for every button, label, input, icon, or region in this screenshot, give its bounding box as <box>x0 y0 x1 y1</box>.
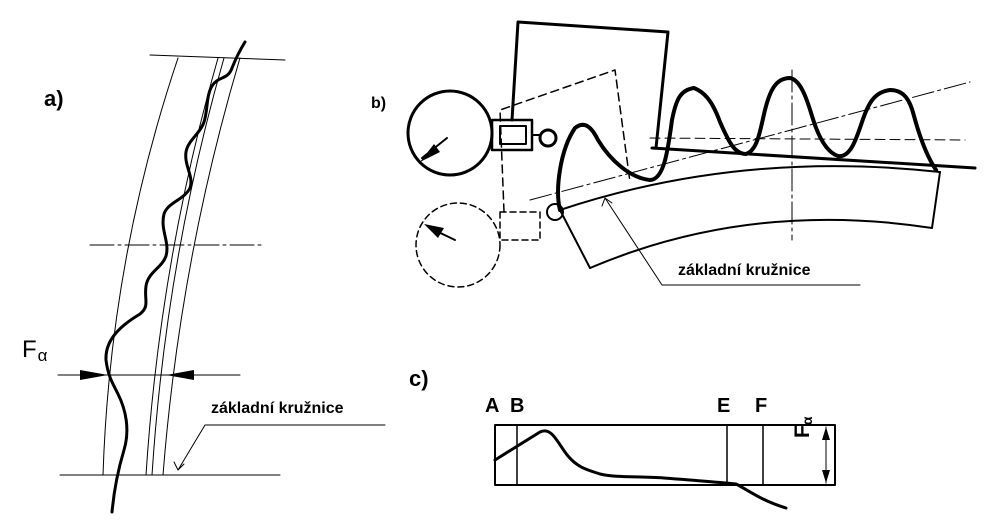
probe-ball-dashed <box>546 203 564 221</box>
probe-ball <box>538 128 558 148</box>
measured-profile-curve <box>104 40 247 514</box>
probe-sleeve <box>499 125 527 145</box>
panel-c-drawing <box>493 424 836 510</box>
inner-arc-line-2 <box>151 57 225 476</box>
gear-tooth-profiles <box>556 76 938 212</box>
tangent-line <box>650 146 977 170</box>
f-alpha-c-symbol: Fα <box>791 416 815 438</box>
f-alpha-arrow-right <box>166 370 194 380</box>
measuring-frame <box>510 20 670 150</box>
f-alpha-c-arrow-bottom <box>822 470 830 483</box>
point-label-E: E <box>717 395 731 417</box>
base-circle-band-lower <box>589 218 933 269</box>
band-end-right <box>931 171 941 229</box>
probe-dashed <box>499 211 541 241</box>
point-label-A: A <box>485 395 500 417</box>
f-alpha-arrow-left <box>80 370 108 380</box>
panel-a-drawing <box>57 40 386 514</box>
f-c-symbol: F <box>791 425 814 438</box>
panel-c-label: c) <box>409 366 429 391</box>
top-reference-line <box>149 54 286 61</box>
inner-arc-line-1 <box>145 57 219 476</box>
dial-indicator <box>406 89 494 177</box>
panel-b-drawing <box>406 20 977 288</box>
f-alpha-symbol: Fα <box>22 336 48 365</box>
band-end-left <box>559 209 591 269</box>
base-circle-leader-b-tip <box>601 197 613 207</box>
inner-arc-line-3 <box>162 57 241 476</box>
f-symbol: F <box>22 336 37 363</box>
alpha-c-subscript: α <box>799 416 815 426</box>
profile-deviation-curve <box>493 429 788 510</box>
base-circle-annotation-b: základní kružnice <box>678 262 811 279</box>
dial-pointer-dashed-tip <box>424 224 444 238</box>
base-circle-leader-a-tip <box>173 461 185 471</box>
base-circle-leader-b <box>604 197 861 286</box>
pitch-circle-dashed <box>649 137 966 141</box>
pitch-line-dashdot <box>529 81 971 201</box>
panel-a-label: a) <box>44 86 64 111</box>
measuring-frame-dashed <box>499 69 631 213</box>
outer-arc-line <box>102 57 179 476</box>
base-circle-annotation-a: základní kružnice <box>211 400 344 417</box>
dial-pointer-tip <box>420 144 440 162</box>
alpha-subscript: α <box>37 346 48 365</box>
point-label-B: B <box>510 395 525 417</box>
point-label-F: F <box>755 395 768 417</box>
base-circle-band-upper <box>559 165 941 211</box>
base-circle-leader-a <box>177 424 386 471</box>
f-alpha-c-arrow-top <box>822 427 830 440</box>
panel-b-label: b) <box>371 95 387 112</box>
profile-chart-frame <box>494 424 836 486</box>
dial-indicator-dashed <box>415 202 501 288</box>
